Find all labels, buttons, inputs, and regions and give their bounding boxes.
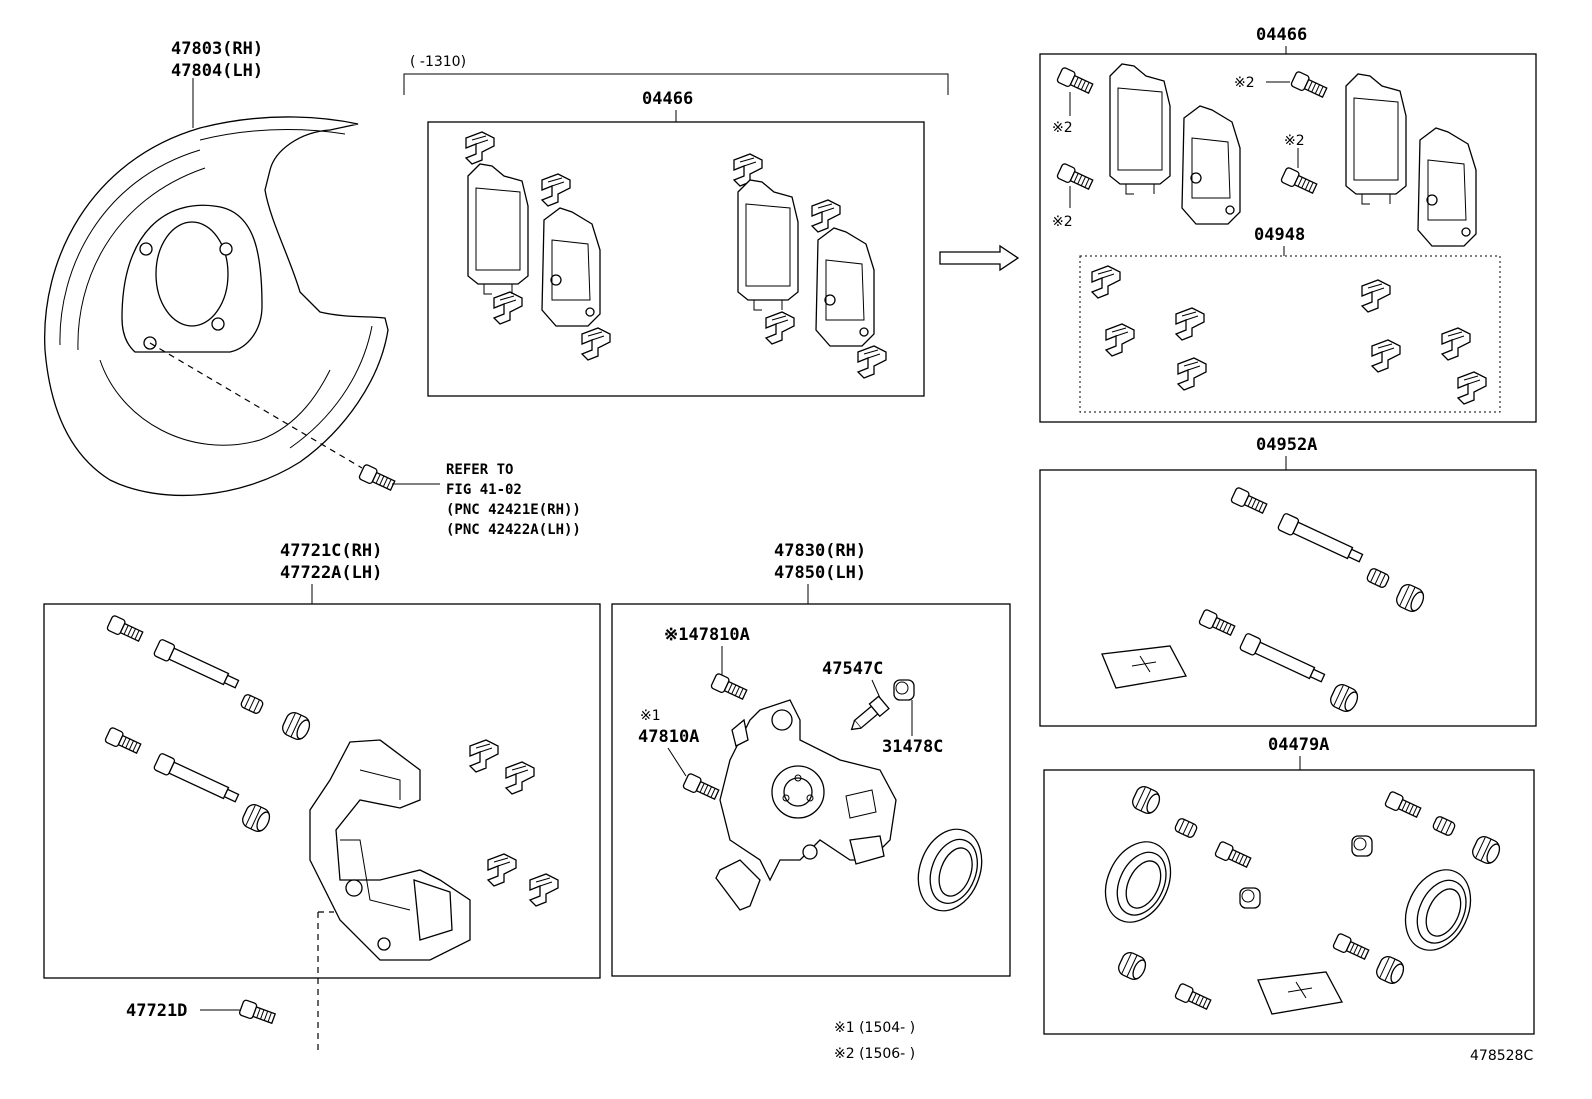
caliper-box: [611, 603, 1011, 977]
bolt-47810a-lower[interactable]: [681, 772, 721, 803]
bolt-47721d[interactable]: [238, 998, 277, 1027]
cylinder-kit-box: [1043, 769, 1535, 1035]
dust-cover-label-lh: 47804(LH): [171, 61, 263, 81]
guide-kit-label: 04952A: [1256, 435, 1317, 455]
refer-line-2: FIG 41-02: [446, 482, 522, 498]
pad-kit-left-label: 04466: [642, 89, 693, 109]
cap-label: 31478C: [882, 737, 943, 757]
pad-kit-left-parts[interactable]: [465, 131, 887, 379]
footnote-2: ※2 (1506- ): [834, 1046, 915, 1062]
bolt-47810a-mark: ※1: [640, 708, 661, 724]
caliper-body[interactable]: [715, 699, 897, 911]
mark-2-a: ※2: [1052, 120, 1073, 136]
dust-cover-bolt[interactable]: [357, 463, 397, 494]
diagram-id: 478528C: [1470, 1048, 1533, 1064]
caliper-seal[interactable]: [906, 819, 994, 921]
cylinder-kit-label: 04479A: [1268, 735, 1329, 755]
mounting-label-rh: 47721C(RH): [280, 541, 382, 561]
footnote-1: ※1 (1504- ): [834, 1020, 915, 1036]
pad-kit-left-range: ( -1310): [410, 54, 466, 70]
pad-kit-right-label: 04466: [1256, 25, 1307, 45]
dust-cover-label-rh: 47803(RH): [171, 39, 263, 59]
bleeder-cap[interactable]: [893, 679, 915, 701]
fitting-kit-box: [1079, 255, 1501, 413]
bolt-47721d-label: 47721D: [126, 1001, 187, 1021]
bleeder-label: 47547C: [822, 659, 883, 679]
mark-2-c: ※2: [1234, 75, 1255, 91]
mounting-label-lh: 47722A(LH): [280, 563, 382, 583]
pad-kit-left-box: [427, 121, 925, 397]
bolt-47810a-top-label: ※147810A: [664, 625, 750, 645]
bolt-47810a-top[interactable]: [709, 672, 749, 703]
pad-kit-right-box: [1039, 53, 1537, 423]
fitting-kit-label: 04948: [1254, 225, 1305, 245]
refer-line-4: (PNC 42422A(LH)): [446, 522, 581, 538]
guide-kit-parts[interactable]: [1101, 486, 1428, 716]
bolt-47810a-label: 47810A: [638, 727, 699, 747]
dust-cover-part[interactable]: [44, 116, 389, 497]
fitting-kit-parts[interactable]: [1091, 265, 1487, 405]
guide-kit-box: [1039, 469, 1537, 727]
pad-kit-right-parts[interactable]: [1055, 63, 1477, 247]
cylinder-kit-parts[interactable]: [1092, 783, 1504, 1015]
mark-2-b: ※2: [1052, 214, 1073, 230]
refer-line-1: REFER TO: [446, 462, 513, 478]
mark-2-d: ※2: [1284, 133, 1305, 149]
caliper-label-rh: 47830(RH): [774, 541, 866, 561]
arrow-icon: [939, 244, 1020, 272]
refer-line-3: (PNC 42421E(RH)): [446, 502, 581, 518]
mounting-parts[interactable]: [103, 614, 559, 961]
caliper-label-lh: 47850(LH): [774, 563, 866, 583]
mounting-box: [43, 603, 601, 979]
bleeder-plug[interactable]: [846, 695, 890, 735]
